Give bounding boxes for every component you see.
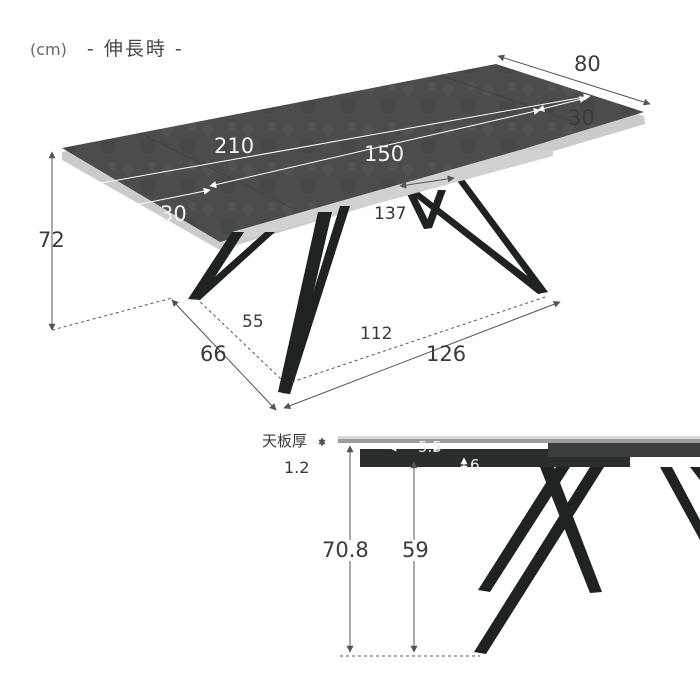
tabletop-top-view [62,64,645,250]
table-legs-back [400,178,548,294]
tabletop-thickness-label: 天板厚 [262,432,308,450]
dim-apron-height: 6 [470,456,480,474]
dim-leg-length-inner: 112 [360,324,393,344]
dim-underside-height: 70.8 [322,538,369,562]
dim-depth: 80 [574,52,601,76]
dim-center-length: 150 [364,142,405,166]
dim-leg-depth-inner: 55 [242,312,264,332]
diagram-header: (cm) - 伸長時 - [30,34,184,61]
dimension-lines-top [48,54,651,411]
dim-extension-right: 30 [568,106,595,130]
dim-inner-leg-span: 137 [374,204,407,224]
dim-apron-gap: 5.5 [418,438,442,456]
dim-full-length: 210 [214,134,255,158]
dim-clearance-height: 59 [402,538,429,562]
dim-leg-depth-outer: 66 [200,342,227,366]
header-title: - 伸長時 - [86,38,184,60]
tabletop-thickness-value: 1.2 [284,458,310,477]
dim-extension-left: 30 [160,202,187,226]
unit-label: (cm) [30,40,67,59]
dim-leg-length-outer: 126 [426,342,467,366]
dim-height: 72 [38,228,65,252]
side-view [318,436,700,657]
